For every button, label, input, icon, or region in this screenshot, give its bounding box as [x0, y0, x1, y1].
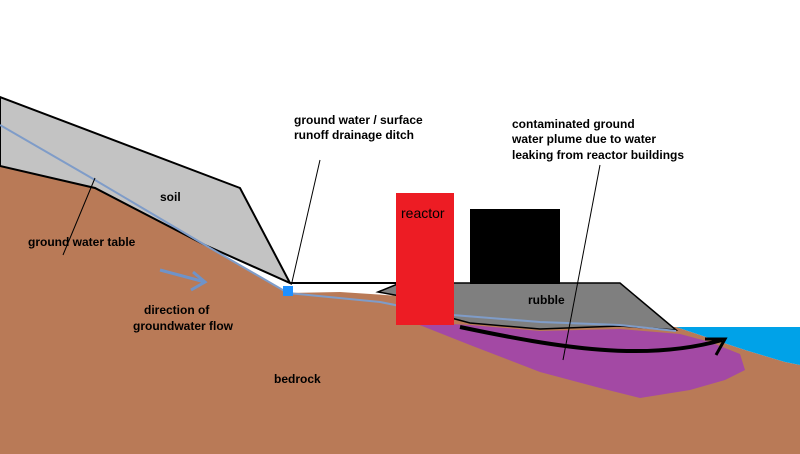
flow-label-line2: groundwater flow: [133, 319, 234, 333]
ditch-label-line1: ground water / surface: [294, 113, 423, 127]
leader-plume: [562, 164, 601, 361]
rubble-label: rubble: [528, 293, 565, 307]
drainage-ditch: [283, 286, 293, 296]
right-arrow-icon: [159, 268, 208, 292]
soil-label: soil: [160, 190, 181, 204]
plume-label-line3: leaking from reactor buildings: [512, 148, 684, 162]
turbine-building: [470, 209, 560, 284]
plume-label-line2: water plume due to water: [511, 132, 656, 146]
reactor-label: reactor: [401, 205, 445, 221]
sea-water: [676, 327, 800, 365]
plume-label-line1: contaminated ground: [512, 117, 635, 131]
leader-ditch: [291, 159, 321, 283]
leader-ground-water-table: [62, 177, 96, 256]
curved-arrow-icon: [459, 325, 728, 356]
ground-water-table-label: ground water table: [28, 235, 136, 249]
flow-label-line1: direction of: [144, 303, 210, 317]
reactor-building: [396, 193, 454, 325]
ground-water-table-line: [0, 124, 677, 332]
bedrock-label: bedrock: [274, 372, 321, 386]
ditch-label-line2: runoff drainage ditch: [294, 128, 414, 142]
contaminated-plume: [412, 322, 745, 398]
